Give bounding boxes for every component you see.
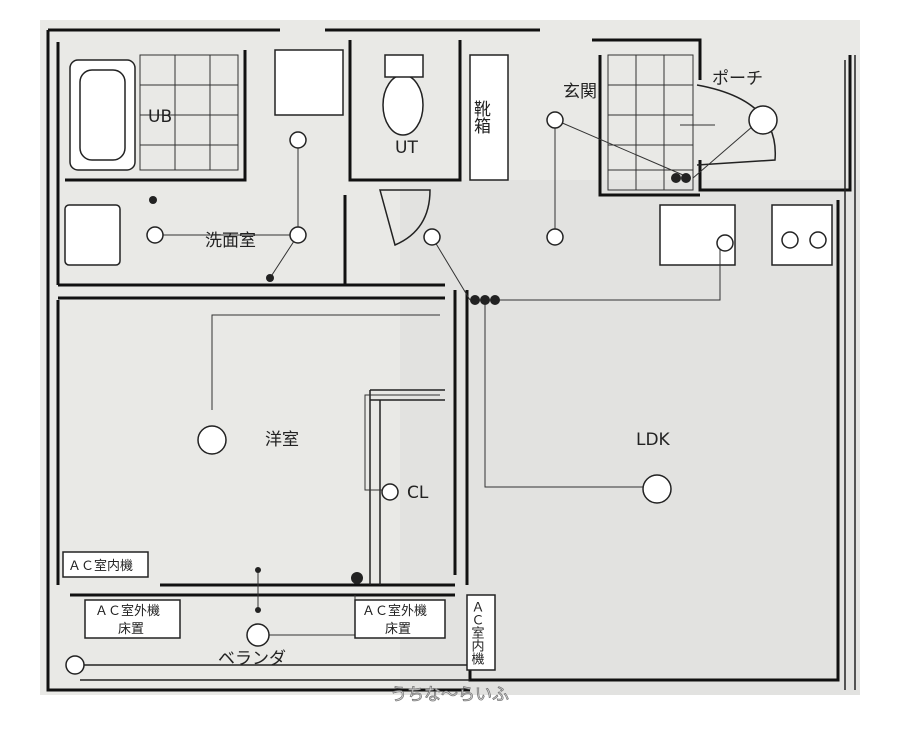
ac-indoor-box-left bbox=[62, 551, 149, 578]
room-label-washroom: 洗面室 bbox=[205, 231, 256, 251]
label-closet: CL bbox=[407, 483, 429, 503]
label-ac-outdoor-left: ＡＣ室外機 bbox=[95, 603, 160, 619]
watermark: うちな～らいふ bbox=[390, 685, 509, 705]
toilet bbox=[382, 74, 424, 136]
ac-outdoor-box-left bbox=[84, 599, 181, 639]
label-ac-indoor-left: ＡＣ室内機 bbox=[68, 558, 133, 574]
label-ac-outdoor-left-floor: 床置 bbox=[118, 622, 144, 637]
room-label-toilet: UT bbox=[395, 138, 418, 158]
room-label-western-room: 洋室 bbox=[265, 430, 299, 450]
toilet-door bbox=[379, 189, 431, 247]
label-ac-outdoor-right: ＡＣ室外機 bbox=[362, 603, 427, 619]
room-label-bath: UB bbox=[148, 107, 172, 127]
stove bbox=[771, 204, 833, 266]
bath-floor-grid bbox=[139, 54, 239, 171]
ac-outdoor-box-right bbox=[354, 599, 446, 639]
entrance-tiles bbox=[607, 54, 694, 191]
label-shoe-cabinet: 靴箱 bbox=[470, 100, 491, 134]
room-label-veranda: ベランダ bbox=[218, 649, 286, 669]
label-ac-outdoor-right-floor: 床置 bbox=[385, 622, 411, 637]
drain-icon bbox=[65, 655, 85, 675]
room-label-ldk: LDK bbox=[636, 430, 671, 450]
room-label-entrance: 玄関 bbox=[563, 82, 597, 102]
label-ac-indoor-right: ＡＣ室内機 bbox=[469, 600, 485, 665]
room-label-porch: ポーチ bbox=[712, 69, 763, 89]
ac-indoor-box-right bbox=[466, 594, 496, 671]
washing-machine-pan bbox=[274, 49, 344, 116]
shoe-cabinet bbox=[469, 54, 509, 181]
electrical-wiring bbox=[146, 105, 778, 647]
wash-basin bbox=[64, 204, 121, 266]
